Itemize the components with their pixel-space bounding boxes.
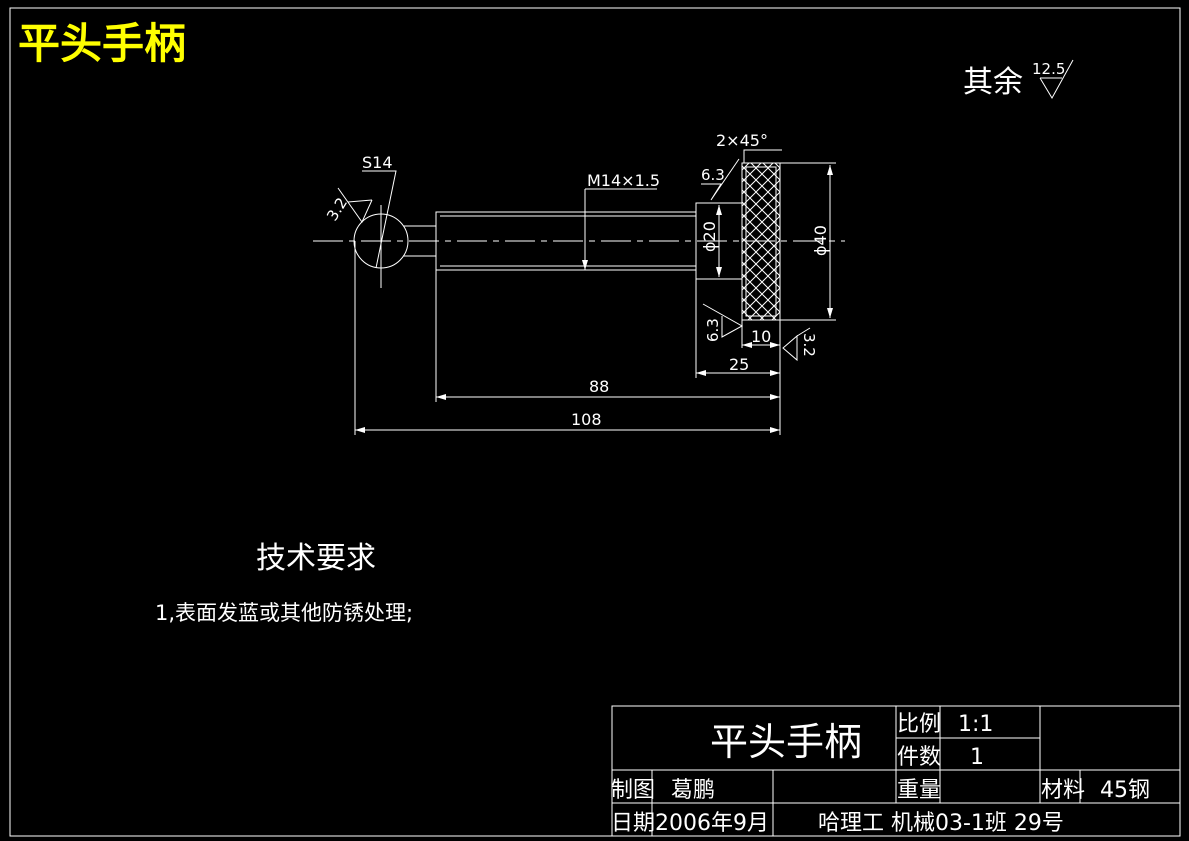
- drawing-border: [9, 7, 1181, 837]
- tb-material-value: 45钢: [1100, 778, 1150, 803]
- tb-date-label: 日期: [611, 811, 655, 836]
- tb-qty-label: 件数: [897, 745, 941, 770]
- tb-part-name: 平头手柄: [710, 720, 862, 764]
- tb-scale-value: 1:1: [958, 712, 993, 737]
- dim-chamfer: 2×45°: [716, 131, 768, 150]
- chamfer-leader: [743, 149, 782, 163]
- roughness-knurl-icon: [782, 327, 811, 362]
- general-roughness-note: 其余 12.5: [963, 59, 1074, 100]
- tb-drawn-label: 制图: [611, 778, 655, 803]
- title-block: 平头手柄 比例 1:1 件数 1 制图 葛鹏 重量 材料 45钢 日期 2006…: [611, 705, 1181, 837]
- dimension-lines: S14 M14×1.5 2×45° ϕ20 ϕ40 10 25 88: [354, 131, 836, 435]
- roughness-symbols: 3.2 6.3 6.3 3.2: [323, 158, 818, 362]
- sphere-leader: [362, 170, 397, 269]
- dim-len-total: 108: [571, 410, 602, 429]
- tb-material-label: 材料: [1041, 778, 1085, 803]
- roughness-face-bottom: 6.3: [704, 318, 722, 342]
- knurled-head: [741, 162, 781, 321]
- tb-date-value: 2006年9月: [655, 811, 769, 836]
- roughness-face-bottom-icon: [702, 303, 744, 338]
- tb-scale-label: 比例: [897, 712, 941, 737]
- tb-weight-label: 重量: [897, 778, 941, 803]
- dim-dia-small: ϕ20: [700, 221, 719, 252]
- roughness-symbol-icon: [1039, 59, 1074, 100]
- dim-sphere: S14: [362, 153, 393, 172]
- dim-len-head: 25: [729, 355, 749, 374]
- roughness-face-top-icon: [701, 158, 740, 201]
- roughness-sphere-icon: [337, 187, 373, 224]
- tb-qty-value: 1: [970, 745, 984, 770]
- part-outline: [353, 162, 781, 321]
- dim-len-thread: 88: [589, 377, 609, 396]
- knurl-inner-edge: [745, 166, 777, 317]
- tb-school-class: 哈理工 机械03-1班 29号: [818, 811, 1064, 836]
- roughness-note-value: 12.5: [1032, 60, 1065, 78]
- tech-item: 1,表面发蓝或其他防锈处理;: [155, 601, 413, 625]
- roughness-knurl: 3.2: [800, 333, 818, 357]
- roughness-sphere: 3.2: [323, 194, 351, 224]
- sphere-head: [353, 213, 409, 269]
- dim-len-knurl: 10: [751, 327, 771, 346]
- roughness-face-top: 6.3: [701, 166, 725, 184]
- drawing-header-title: 平头手柄: [18, 19, 186, 68]
- dim-dia-large: ϕ40: [811, 225, 830, 256]
- dim-thread: M14×1.5: [587, 171, 660, 190]
- roughness-note-label: 其余: [963, 65, 1023, 100]
- tb-drawn-by: 葛鹏: [671, 778, 715, 803]
- tech-heading: 技术要求: [256, 541, 376, 576]
